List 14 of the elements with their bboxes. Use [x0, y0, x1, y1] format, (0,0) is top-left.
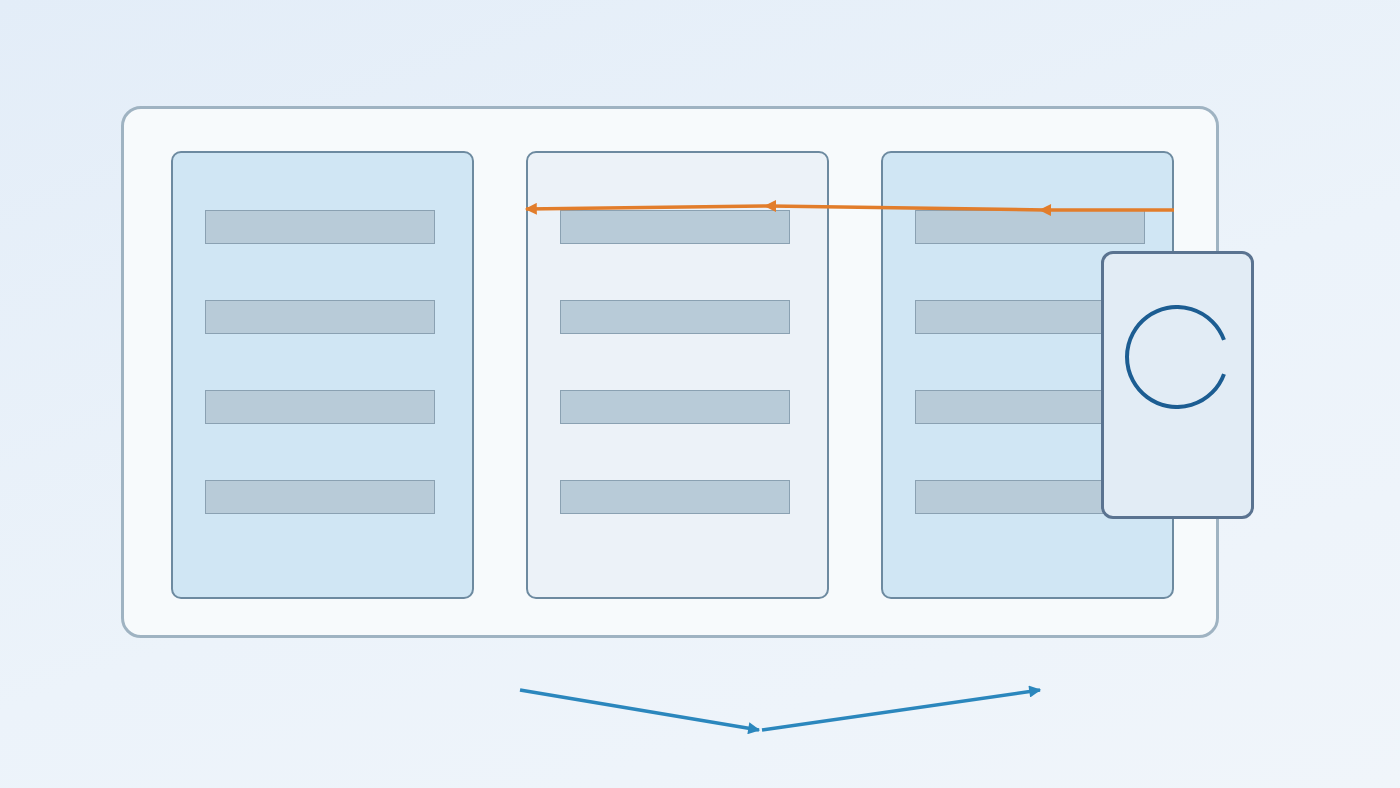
placeholder-bar: [205, 210, 435, 244]
column-panel: [171, 151, 474, 599]
container-panel: [121, 106, 1219, 638]
placeholder-bar: [915, 210, 1145, 244]
placeholder-bar: [560, 390, 790, 424]
placeholder-bar: [205, 480, 435, 514]
placeholder-bar: [205, 390, 435, 424]
arrow: [525, 200, 1174, 216]
overlay-card: [1101, 251, 1254, 519]
placeholder-bar: [560, 300, 790, 334]
placeholder-bar: [560, 210, 790, 244]
placeholder-bar: [560, 480, 790, 514]
placeholder-bar: [205, 300, 435, 334]
column-panel: [526, 151, 829, 599]
